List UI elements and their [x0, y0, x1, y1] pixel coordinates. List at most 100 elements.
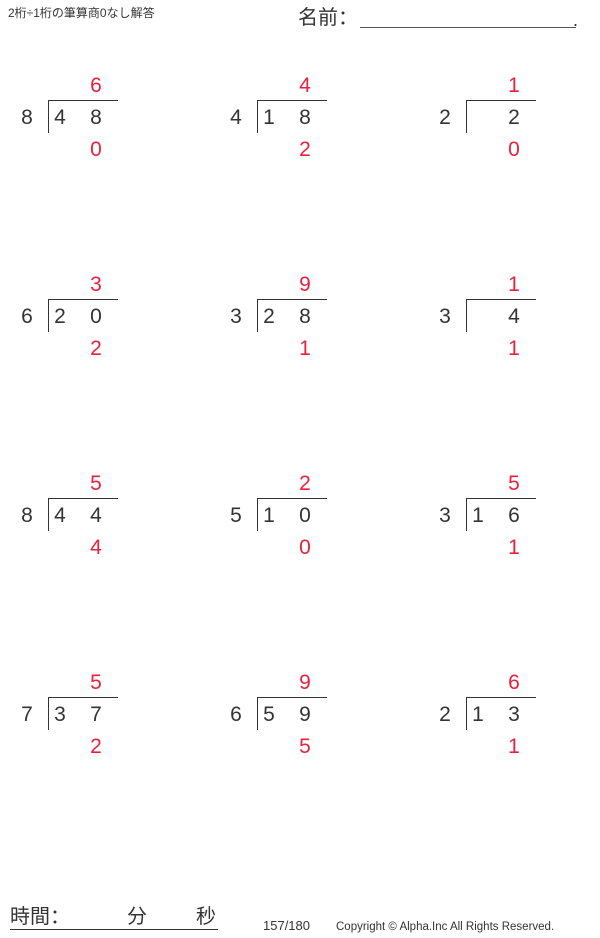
division-bracket-top — [466, 299, 536, 300]
remainder: 1 — [508, 735, 520, 758]
division-bracket-side — [257, 100, 258, 133]
divisor: 8 — [21, 106, 33, 129]
division-bracket-side — [48, 299, 49, 332]
problem-10: 5 7 3 7 2 — [8, 667, 128, 762]
division-bracket-top — [466, 697, 536, 698]
problem-2: 4 4 1 8 2 — [217, 70, 337, 165]
quotient: 2 — [299, 472, 311, 495]
division-bracket-top — [257, 100, 327, 101]
copyright-notice: Copyright © Alpha.Inc All Rights Reserve… — [336, 921, 555, 933]
division-bracket-top — [257, 498, 327, 499]
dividend-tens: 1 — [472, 703, 484, 726]
division-bracket-top — [466, 498, 536, 499]
dividend-tens: 4 — [54, 106, 66, 129]
divisor: 6 — [230, 703, 242, 726]
remainder: 1 — [508, 536, 520, 559]
quotient: 5 — [90, 472, 102, 495]
divisor: 5 — [230, 504, 242, 527]
dividend-tens: 1 — [263, 504, 275, 527]
divisor: 7 — [21, 703, 33, 726]
quotient: 9 — [299, 273, 311, 296]
dividend-ones: 3 — [508, 703, 520, 726]
division-bracket-top — [466, 100, 536, 101]
name-underline — [360, 27, 576, 28]
quotient: 4 — [299, 74, 311, 97]
division-bracket-side — [466, 299, 467, 332]
divisor: 2 — [439, 703, 451, 726]
remainder: 4 — [90, 536, 102, 559]
dividend-tens: 1 — [472, 504, 484, 527]
dividend-ones: 7 — [90, 703, 102, 726]
quotient: 5 — [508, 472, 520, 495]
dividend-ones: 0 — [299, 504, 311, 527]
remainder: 5 — [299, 735, 311, 758]
dividend-tens: 5 — [263, 703, 275, 726]
division-bracket-side — [466, 498, 467, 531]
problem-8: 2 5 1 0 0 — [217, 468, 337, 563]
seconds-label: 秒 — [196, 906, 216, 928]
dividend-tens: 1 — [263, 106, 275, 129]
quotient: 6 — [90, 74, 102, 97]
division-bracket-side — [48, 100, 49, 133]
problem-5: 9 3 2 8 1 — [217, 269, 337, 364]
dividend-tens: 4 — [54, 504, 66, 527]
remainder: 0 — [90, 138, 102, 161]
name-end-mark: . — [573, 10, 579, 30]
problem-6: 1 3 4 1 — [426, 269, 546, 364]
time-label: 時間： — [10, 906, 70, 928]
dividend-tens — [468, 305, 488, 329]
name-label: 名前： — [298, 7, 358, 29]
dividend-ones: 0 — [90, 305, 102, 328]
divisor: 2 — [439, 106, 451, 129]
problem-3: 1 2 2 0 — [426, 70, 546, 165]
division-bracket-side — [48, 498, 49, 531]
page-number: 157/180 — [263, 918, 310, 933]
problem-12: 6 2 1 3 1 — [426, 667, 546, 762]
quotient: 6 — [508, 671, 520, 694]
division-bracket-side — [466, 697, 467, 730]
remainder: 2 — [90, 735, 102, 758]
dividend-ones: 8 — [299, 106, 311, 129]
divisor: 4 — [230, 106, 242, 129]
quotient: 1 — [508, 273, 520, 296]
remainder: 2 — [299, 138, 311, 161]
dividend-ones: 8 — [299, 305, 311, 328]
divisor: 6 — [21, 305, 33, 328]
dividend-tens — [468, 106, 488, 130]
problem-4: 3 6 2 0 2 — [8, 269, 128, 364]
problem-1: 6 8 4 8 0 — [8, 70, 128, 165]
division-bracket-top — [48, 100, 118, 101]
quotient: 9 — [299, 671, 311, 694]
divisor: 3 — [439, 504, 451, 527]
division-bracket-top — [48, 299, 118, 300]
divisor: 3 — [230, 305, 242, 328]
problem-9: 5 3 1 6 1 — [426, 468, 546, 563]
dividend-ones: 8 — [90, 106, 102, 129]
division-bracket-side — [48, 697, 49, 730]
worksheet-title: 2桁÷1桁の筆算商0なし解答 — [8, 6, 155, 20]
division-bracket-top — [257, 299, 327, 300]
minutes-label: 分 — [127, 906, 147, 928]
dividend-ones: 4 — [90, 504, 102, 527]
division-bracket-side — [257, 299, 258, 332]
dividend-ones: 4 — [508, 305, 520, 328]
divisor: 3 — [439, 305, 451, 328]
division-bracket-top — [48, 498, 118, 499]
time-underline — [10, 929, 218, 930]
problem-11: 9 6 5 9 5 — [217, 667, 337, 762]
division-bracket-top — [48, 697, 118, 698]
division-bracket-side — [257, 697, 258, 730]
quotient: 5 — [90, 671, 102, 694]
division-bracket-side — [257, 498, 258, 531]
dividend-tens: 2 — [54, 305, 66, 328]
remainder: 0 — [508, 138, 520, 161]
remainder: 0 — [299, 536, 311, 559]
problem-7: 5 8 4 4 4 — [8, 468, 128, 563]
quotient: 1 — [508, 74, 520, 97]
division-bracket-side — [466, 100, 467, 133]
dividend-ones: 6 — [508, 504, 520, 527]
remainder: 1 — [299, 337, 311, 360]
remainder: 1 — [508, 337, 520, 360]
division-bracket-top — [257, 697, 327, 698]
divisor: 8 — [21, 504, 33, 527]
